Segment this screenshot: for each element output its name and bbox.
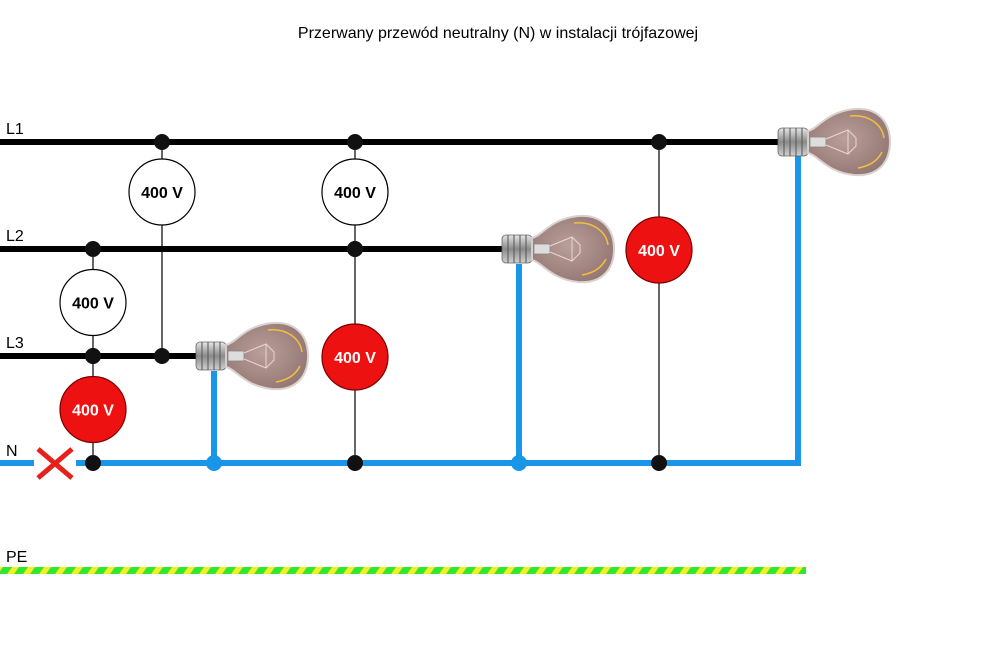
- junction-dot: [85, 241, 101, 257]
- voltmeter-reading: 400 V: [334, 350, 376, 367]
- bulb-l1-icon: [777, 107, 891, 177]
- diagram-title: Przerwany przewód neutralny (N) w instal…: [298, 25, 698, 42]
- voltmeter-circle: [128, 158, 196, 226]
- voltmeter-reading: 400 V: [334, 185, 376, 202]
- wire-label-l3: L3: [6, 335, 24, 352]
- voltmeter-circle: [321, 158, 389, 226]
- wire-label-l1: L1: [6, 121, 24, 138]
- junction-dot: [651, 455, 667, 471]
- junction-dot: [154, 348, 170, 364]
- voltmeter-l3-n: 400 V: [59, 348, 127, 471]
- voltmeter-reading: 400 V: [141, 185, 183, 202]
- voltmeter-reading: 400 V: [638, 243, 680, 260]
- wire-n: [0, 156, 801, 471]
- voltmeter-l2-l3: 400 V: [59, 241, 127, 364]
- wire-label-n: N: [6, 443, 18, 460]
- wire-pe: [0, 567, 806, 574]
- voltmeter-l1-n: 400 V: [625, 134, 693, 471]
- junction-dot: [347, 455, 363, 471]
- voltage-meters: 400 V 400 V 400 V 400 V 400 V 400 V: [59, 134, 693, 471]
- junction-dot: [347, 241, 363, 257]
- voltmeter-reading: 400 V: [72, 296, 114, 313]
- voltmeter-circle: [59, 268, 127, 337]
- voltmeter-l2-n: 400 V: [321, 241, 389, 471]
- junction-dot: [154, 134, 170, 150]
- voltmeter-reading: 400 V: [72, 403, 114, 420]
- voltmeter-alert-circle: [59, 375, 127, 444]
- voltmeter-alert-circle: [625, 216, 693, 284]
- voltmeter-alert-circle: [321, 323, 389, 391]
- voltmeter-l1-l3: 400 V: [128, 134, 196, 364]
- junction-dot: [85, 348, 101, 364]
- junction-dot: [85, 455, 101, 471]
- voltmeter-l1-l2: 400 V: [321, 134, 389, 257]
- wire-label-l2: L2: [6, 228, 24, 245]
- break-mark-icon: [36, 447, 74, 480]
- wire-label-pe: PE: [6, 549, 27, 566]
- junction-dot: [651, 134, 667, 150]
- junction-dot: [347, 134, 363, 150]
